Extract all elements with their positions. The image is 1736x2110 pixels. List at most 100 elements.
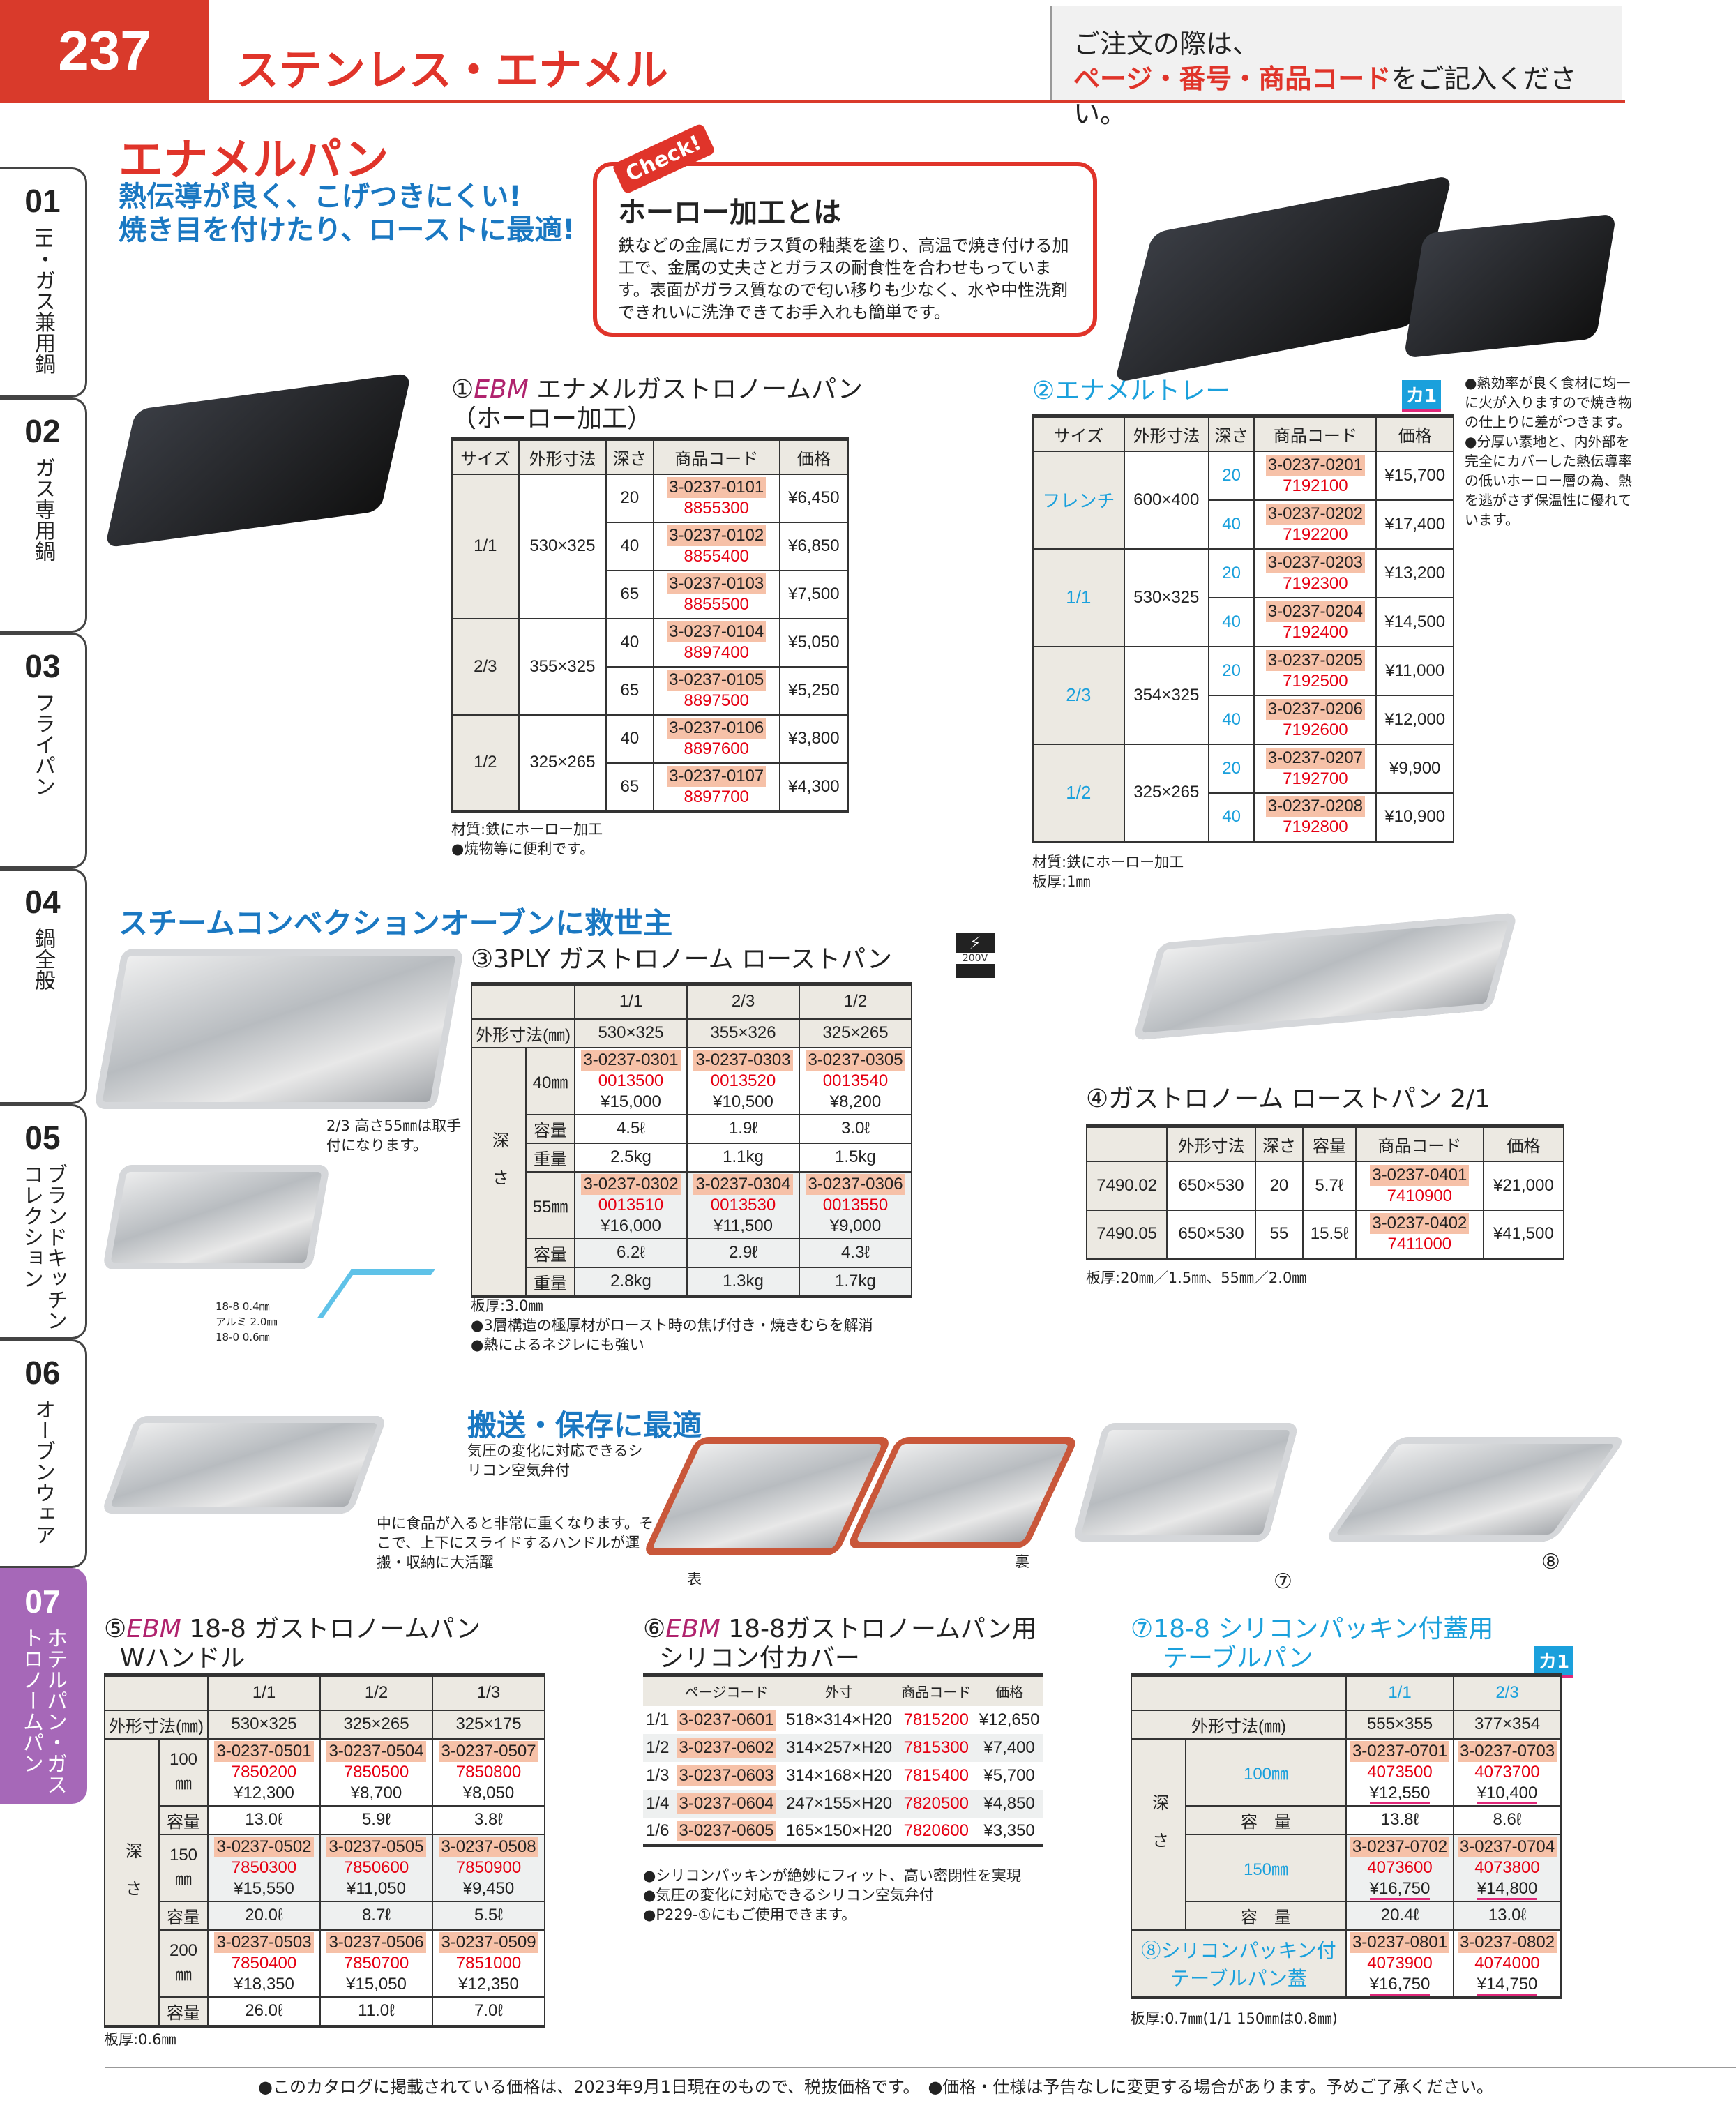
- product-name-sub: シリコン付カバー: [658, 1644, 860, 1673]
- product-code-value: 3-0237-0701: [1350, 1740, 1450, 1762]
- product-code: 3-0237-0305: [802, 1049, 909, 1071]
- dims-cell: 518×314×H20: [785, 1710, 893, 1729]
- product-name: 18-8ガストロノームパン用: [728, 1615, 1037, 1643]
- handle-caption: 2/3 高さ55㎜は取手付になります。: [326, 1117, 462, 1154]
- check-title: ホーロー加工とは: [618, 197, 841, 229]
- brand-ebm: EBM: [474, 375, 529, 404]
- layer-labels: 18-8 0.4㎜ アルミ 2.0㎜ 18-0 0.6㎜: [216, 1299, 277, 1345]
- product-code-value: 3-0237-0301: [581, 1049, 681, 1071]
- product-code: 3-0237-0202: [1257, 503, 1373, 525]
- product-code-value: 3-0237-0703: [1457, 1740, 1557, 1762]
- roast-pan-2-1-image: [1132, 912, 1518, 1041]
- product-code: 3-0237-0103: [656, 573, 777, 594]
- price-cell: ¥3,350: [983, 1821, 1035, 1840]
- depth-cell: 65: [605, 665, 654, 716]
- layer-diagram: 18-8 0.4㎜ アルミ 2.0㎜ 18-0 0.6㎜: [216, 1256, 435, 1346]
- jan-code: 0013530: [710, 1195, 776, 1214]
- size-header: 2/3: [1453, 1674, 1562, 1711]
- spec-label: 容量: [525, 1113, 575, 1144]
- jan-cell: 7820500: [903, 1793, 969, 1813]
- product-name: 18-8 ガストロノームパン: [189, 1615, 481, 1643]
- price-value: ¥14,800: [1477, 1878, 1538, 1900]
- size-cell: 1/6: [646, 1821, 670, 1840]
- product-number: ⑥: [643, 1615, 666, 1643]
- column-header: 価格: [1482, 1125, 1565, 1162]
- product-code-value: 3-0237-0507: [439, 1740, 538, 1762]
- dims-cell: 377×354: [1453, 1709, 1562, 1740]
- enamel-tray-large-image: [1114, 174, 1453, 384]
- product-code-value: 3-0237-0305: [806, 1049, 905, 1071]
- product-code-value: 3-0237-0106: [667, 718, 767, 739]
- price-cell: ¥12,000: [1375, 694, 1454, 745]
- price-value: ¥12,550: [1369, 1783, 1431, 1804]
- voltage-label: 200V: [956, 953, 995, 964]
- product-code: 3-0237-0201: [1257, 454, 1373, 476]
- size-header: 1/1: [207, 1674, 321, 1711]
- spec-value: 8.7ℓ: [319, 1900, 433, 1931]
- product-code-value: 3-0237-0208: [1265, 796, 1365, 817]
- price: ¥16,000: [578, 1216, 684, 1237]
- table-pan-lid-image: [1323, 1437, 1627, 1542]
- column-header: [643, 1675, 672, 1706]
- product-code-value: 3-0237-0502: [214, 1836, 314, 1857]
- jan-code: 4073800: [1474, 1857, 1540, 1877]
- column-header: 容量: [1301, 1125, 1357, 1162]
- size-header: 1/1: [574, 983, 688, 1020]
- product-code-value: 3-0237-0107: [667, 765, 767, 787]
- spec-value: 2.8kg: [574, 1266, 688, 1297]
- product-7-title: ⑦18-8 シリコンパッキン付蓋用 テーブルパン: [1131, 1615, 1493, 1673]
- jan-code: 8855300: [684, 499, 749, 518]
- depth-cell: 20: [1207, 645, 1255, 696]
- depth-value: 100㎜: [1185, 1738, 1347, 1807]
- footer-divider: [105, 2067, 1736, 2068]
- jan-code: 0013550: [822, 1195, 889, 1214]
- jan-cell: 7815400: [903, 1765, 969, 1785]
- price: ¥8,700: [323, 1783, 430, 1804]
- jan-code: 7410900: [1387, 1186, 1453, 1205]
- product-code-value: 3-0237-0401: [1370, 1164, 1470, 1186]
- price-value: ¥15,550: [234, 1878, 294, 1898]
- corner-cell: [471, 983, 575, 1020]
- spec-value: 13.8ℓ: [1345, 1804, 1454, 1835]
- price: ¥11,050: [323, 1878, 430, 1899]
- spec-value: 11.0ℓ: [319, 1996, 433, 2027]
- depth-cell: 55: [1254, 1209, 1304, 1260]
- dims-cell: 314×168×H20: [785, 1765, 893, 1785]
- product-5-title: ⑤EBM 18-8 ガストロノームパン Wハンドル: [104, 1615, 481, 1673]
- product-code: 3-0237-0401: [1359, 1164, 1481, 1186]
- jan-code: 7192800: [1283, 817, 1348, 836]
- price-value: ¥8,700: [350, 1783, 402, 1802]
- price-cell: ¥7,400: [983, 1738, 1035, 1757]
- depth-label: 深さ: [471, 1046, 527, 1297]
- product-1-notes: 材質:鉄にホーロー加工 ●焼物等に便利です。: [451, 820, 603, 859]
- product-1-title: ①EBM エナメルガストロノームパン （ホーロー加工）: [451, 375, 863, 434]
- depth-value: 150㎜: [158, 1833, 209, 1902]
- depth-value: 100㎜: [158, 1738, 209, 1807]
- column-header: ページコード: [672, 1675, 781, 1706]
- product-3-title: ③3PLY ガストロノーム ローストパン: [471, 945, 892, 974]
- jan-code: 4073500: [1367, 1762, 1433, 1781]
